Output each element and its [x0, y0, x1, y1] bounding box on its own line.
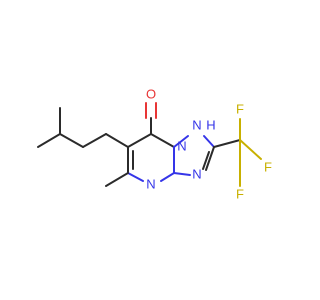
atom-f1: F	[236, 101, 244, 116]
atom-f3: F	[236, 186, 244, 201]
bond-fused-1	[173, 135, 189, 148]
bond-ring-5	[160, 172, 175, 182]
atom-n-h: N	[192, 117, 201, 132]
atom-n1: N	[177, 138, 186, 153]
bond-fused-3	[205, 146, 215, 171]
bond-cf3-right	[239, 139, 262, 160]
bond-methyl	[105, 172, 129, 187]
bond-cf3-core	[213, 139, 241, 148]
bond-isopentyl-1	[37, 133, 61, 148]
bond-isopentyl-5	[105, 133, 129, 148]
molecule-structure: O N N H N N F F F	[37, 86, 272, 201]
bond-fused-2	[203, 135, 215, 148]
atom-oxygen: O	[146, 86, 156, 101]
bond-isopentyl-4	[82, 133, 107, 148]
molecule-canvas: O N N H N N F F F	[37, 86, 273, 202]
bond-ring-8	[127, 172, 144, 182]
bond-isopentyl-3	[59, 133, 84, 148]
atom-f2: F	[264, 159, 272, 174]
atom-n4: N	[192, 166, 201, 181]
bond-ring-3	[150, 133, 175, 148]
bond-fused-4	[202, 151, 210, 170]
bond-fused-5	[173, 172, 191, 176]
atom-n3: N	[146, 176, 155, 191]
bond-ring-1	[127, 133, 152, 148]
bonds	[37, 102, 262, 187]
atom-h-on-n: H	[206, 117, 215, 132]
